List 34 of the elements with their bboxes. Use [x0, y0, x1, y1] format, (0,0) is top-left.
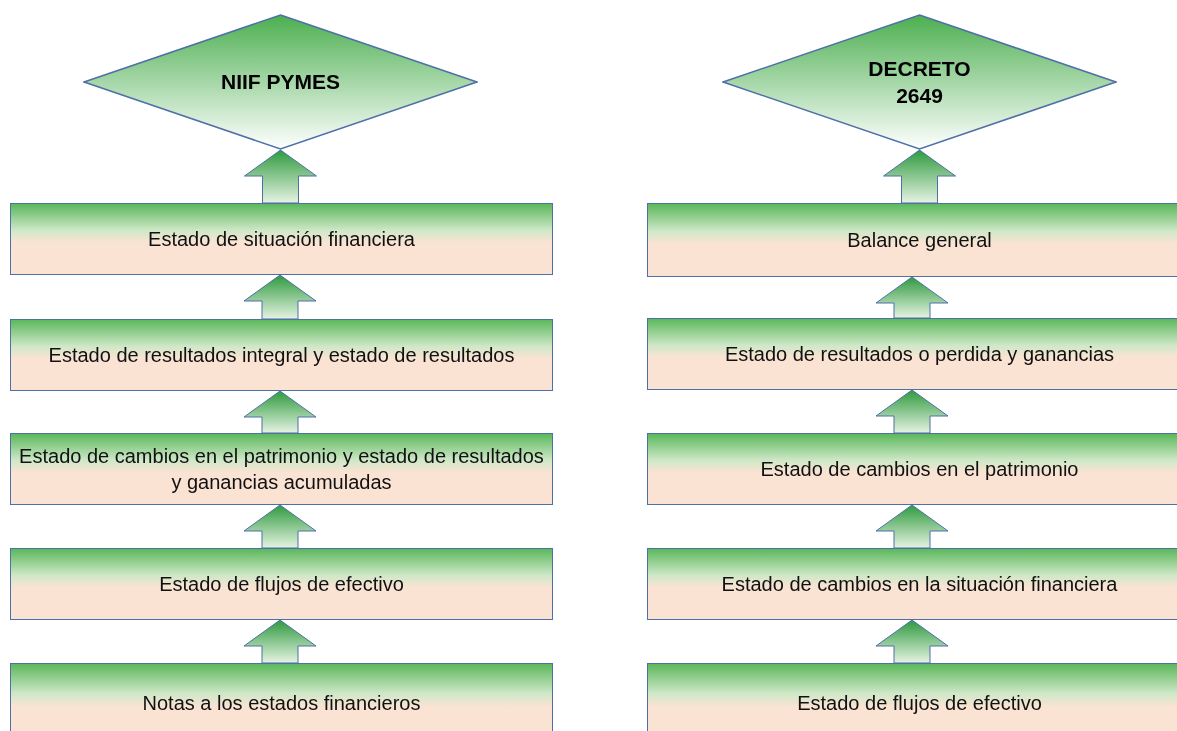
diamond-label: NIIF PYMES: [220, 69, 341, 96]
decision-diamond: [722, 14, 1117, 150]
box-label: Estado de flujos de efectivo: [159, 572, 404, 597]
block-arrow: [243, 504, 317, 549]
box-label: Estado de resultados integral y estado de resultados: [48, 343, 515, 368]
process-box: [10, 203, 553, 275]
decision-diamond: [83, 14, 478, 150]
block-arrow: [244, 149, 317, 204]
block-arrow: [875, 619, 949, 664]
block-arrow: [875, 389, 949, 434]
diamond-label: DECRETO 2649: [867, 55, 972, 109]
box-label: Estado de flujos de efectivo: [797, 691, 1042, 716]
process-box: [647, 433, 1177, 505]
process-box: [10, 663, 553, 731]
box-label: Estado de resultados o perdida y ganancias: [724, 342, 1115, 367]
block-arrow: [243, 619, 317, 664]
box-label: Estado de cambios en el patrimonio y estado de resultados y ganancias acumuladas: [19, 444, 544, 495]
box-label: Estado de situación financiera: [148, 227, 415, 252]
box-label: Estado de cambios en el patrimonio: [760, 457, 1079, 482]
process-box: [10, 548, 553, 620]
block-arrow: [883, 149, 956, 204]
block-arrow: [243, 274, 317, 320]
process-box: [647, 663, 1177, 731]
process-box: [647, 203, 1177, 277]
block-arrow: [243, 390, 317, 434]
process-box: [647, 318, 1177, 390]
box-label: Estado de cambios en la situación financiera: [721, 572, 1118, 597]
process-box: [647, 548, 1177, 620]
block-arrow: [875, 276, 949, 319]
process-box: [10, 433, 553, 505]
block-arrow: [875, 504, 949, 549]
box-label: Notas a los estados financieros: [142, 691, 421, 716]
process-box: [10, 319, 553, 391]
box-label: Balance general: [847, 228, 992, 253]
